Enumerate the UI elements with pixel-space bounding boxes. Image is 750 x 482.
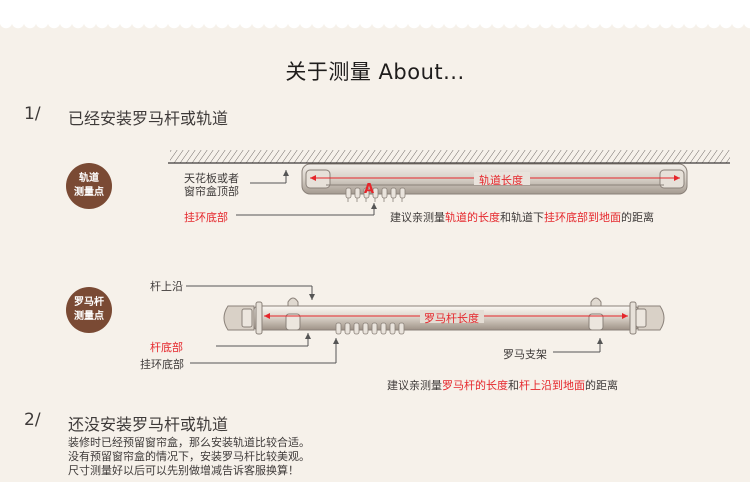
advice-text: 装修时已经预留窗帘盒，那么安装轨道比较合适。 没有预留窗帘盒的情况下，安装罗马杆…: [68, 436, 310, 478]
rod-length-label: 罗马杆长度: [424, 312, 479, 325]
section-2-note: 建议亲测量罗马杆的长度和杆上沿到地面的距离: [387, 377, 618, 393]
badge-line: 轨道: [79, 173, 99, 184]
note-text: 的距离: [621, 211, 654, 224]
badge-line: 测量点: [74, 187, 104, 198]
ceiling-label: 天花板或者 窗帘盒顶部: [184, 172, 239, 198]
ring-bottom-label: 挂环底部: [184, 211, 228, 224]
curtain-track: [301, 163, 688, 202]
track-measure-badge: 轨道测量点: [66, 163, 112, 209]
rod-measure-badge: 罗马杆测量点: [66, 287, 112, 333]
section-1-note: 建议亲测量轨道的长度和轨道下挂环底部到地面的距离: [390, 209, 654, 225]
note-highlight: 罗马杆的长度: [442, 379, 508, 392]
rod-bottom-label: 杆底部: [150, 341, 183, 354]
badge-line: 罗马杆: [74, 297, 104, 308]
bracket-label: 罗马支架: [503, 348, 547, 361]
note-text: 的距离: [585, 379, 618, 392]
page-title: 关于测量 About...: [285, 60, 465, 84]
badge-line: 测量点: [74, 311, 104, 322]
rod-top-label: 杆上沿: [150, 280, 183, 293]
advice-line: 没有预留窗帘盒的情况下，安装罗马杆比较美观。: [68, 450, 310, 463]
note-highlight: 杆上沿到地面: [519, 379, 585, 392]
rod-ring-bottom-label: 挂环底部: [140, 358, 184, 371]
curtain-rod: [223, 297, 665, 335]
ceiling-label-line: 天花板或者: [184, 172, 239, 185]
advice-line: 尺寸测量好以后可以先别做增减告诉客服换算！: [68, 464, 299, 477]
section-2-number: 2/: [24, 410, 41, 430]
note-text: 建议亲测量: [390, 211, 445, 224]
note-highlight: 轨道的长度: [445, 211, 500, 224]
track-length-label: 轨道长度: [479, 174, 523, 187]
note-text: 和: [508, 379, 519, 392]
section-2-heading: 还没安装罗马杆或轨道: [68, 415, 229, 434]
ceiling-hatch: [168, 150, 730, 164]
ceiling-label-line: 窗帘盒顶部: [184, 185, 239, 198]
note-highlight: 挂环底部到地面: [544, 211, 621, 224]
scalloped-border: [0, 22, 750, 36]
note-text: 和轨道下: [500, 211, 544, 224]
section-1-number: 1/: [24, 104, 41, 124]
measure-marker: A: [364, 182, 375, 197]
advice-line: 装修时已经预留窗帘盒，那么安装轨道比较合适。: [68, 436, 310, 449]
note-text: 建议亲测量: [387, 379, 442, 392]
section-1-heading: 已经安装罗马杆或轨道: [68, 109, 229, 128]
